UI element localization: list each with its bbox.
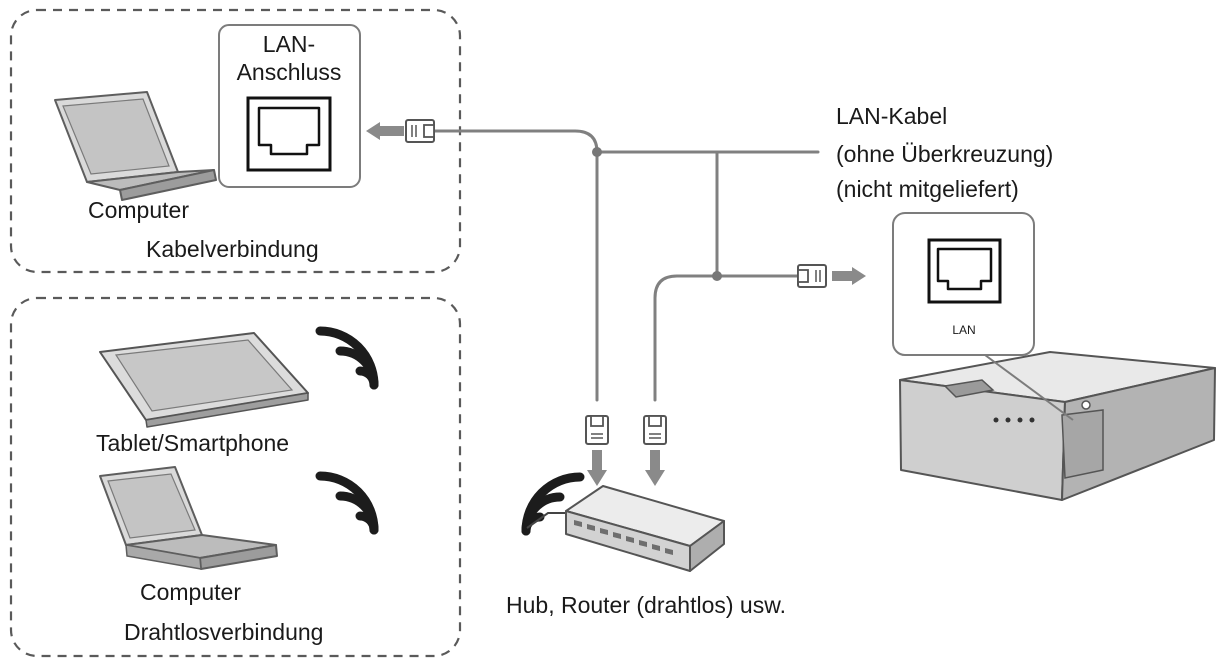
cable-label-line3: (nicht mitgeliefert): [836, 176, 1019, 202]
cable-label-line2: (ohne Überkreuzung): [836, 141, 1053, 167]
computer-label-wired: Computer: [88, 197, 189, 223]
wifi-signal-icon: [320, 476, 374, 530]
rj45-plug-icon: [585, 415, 609, 445]
lan-port-callout: LAN- Anschluss: [218, 24, 361, 188]
lan-cable-label: LAN-Kabel (ohne Überkreuzung) (nicht mit…: [836, 103, 1053, 202]
projector-icon: [899, 351, 1216, 501]
arrow-icon: [587, 450, 665, 486]
rj45-plug-icon: [405, 119, 435, 143]
network-hub-icon: [526, 485, 725, 572]
tablet-icon: [99, 332, 309, 428]
lan-cables: [433, 129, 820, 402]
projector-lan-callout: LAN: [892, 212, 1074, 421]
cable-junction-dot: [712, 271, 722, 281]
lan-port-label-line2: Anschluss: [237, 59, 342, 85]
laptop-icon: [54, 91, 217, 201]
projector-lan-label: LAN: [952, 323, 975, 337]
tablet-label: Tablet/Smartphone: [96, 430, 289, 456]
ethernet-port-icon: [246, 96, 332, 172]
rj45-plug-icon: [643, 415, 667, 445]
rj45-plug-icon: [797, 264, 827, 288]
wireless-connection-group: Tablet/Smartphone Computer Drahtlosverbi…: [9, 296, 462, 658]
ethernet-port-icon: [927, 238, 1002, 304]
hub-label: Hub, Router (drahtlos) usw.: [506, 592, 786, 618]
wired-connection-label: Kabelverbindung: [146, 236, 319, 262]
cable-junction-dot: [592, 147, 602, 157]
wireless-connection-label: Drahtlosverbindung: [124, 619, 323, 645]
arrow-icon: [832, 267, 866, 285]
wired-connection-group: LAN- Anschluss Computer Kabelverbindung: [9, 8, 462, 274]
lan-port-label-line1: LAN-: [263, 31, 315, 57]
wireless-group-border: [9, 296, 462, 658]
cable-label-line1: LAN-Kabel: [836, 103, 947, 129]
wired-group-border: [9, 8, 462, 274]
computer-label-wireless: Computer: [140, 579, 241, 605]
laptop-icon: [99, 466, 278, 570]
arrow-icon: [366, 122, 404, 140]
wifi-signal-icon: [320, 331, 374, 385]
